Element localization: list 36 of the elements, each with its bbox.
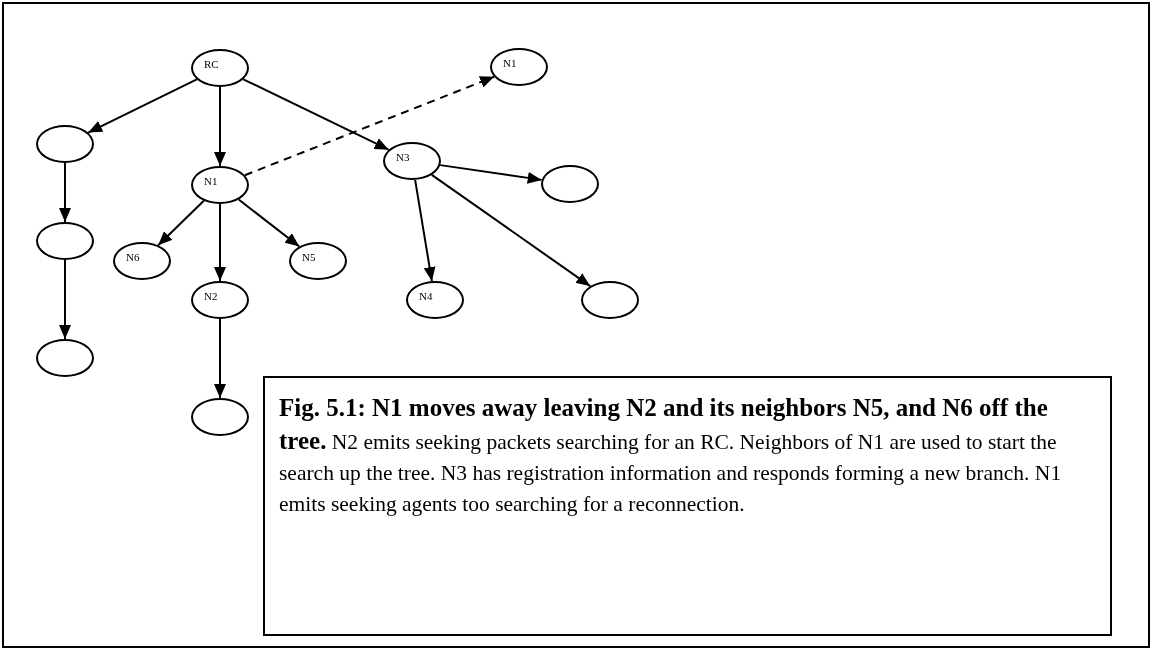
arrow — [214, 86, 226, 167]
node-label: N4 — [419, 290, 433, 302]
node-label: RC — [204, 58, 219, 70]
node-label: N1 — [204, 175, 218, 187]
ellipse-node — [289, 242, 347, 280]
ellipse-node — [581, 281, 639, 319]
node-label: N2 — [204, 290, 218, 302]
arrow — [59, 259, 71, 340]
ellipse-node — [36, 339, 94, 377]
arrow — [59, 162, 71, 223]
ellipse-node — [191, 49, 249, 87]
figure-caption: Fig. 5.1: N1 moves away leaving N2 and its neighbors N5, and N6 off the tree. N2 emits seeking packets searching for an RC. Neighbors of N1 are used to start the search up the tree. N3 has registration information and responds forming a new branch. N1 emits seeking agents too searching for a reconnection. — [279, 393, 1063, 518]
arrow — [87, 78, 198, 134]
ellipse-node — [490, 48, 548, 86]
node-label: N1 — [503, 57, 517, 69]
arrow — [237, 198, 301, 248]
node-label: N6 — [126, 251, 140, 263]
arrow — [439, 164, 543, 184]
ellipse-node — [113, 242, 171, 280]
ellipse-node — [191, 398, 249, 436]
node-label: N3 — [396, 151, 410, 163]
arrow — [214, 318, 226, 399]
ellipse-node — [406, 281, 464, 319]
node-label: N5 — [302, 251, 316, 263]
arrow — [242, 78, 390, 151]
arrow — [214, 203, 226, 282]
arrow — [157, 199, 205, 247]
ellipse-node — [191, 281, 249, 319]
dashed-arrow — [243, 75, 496, 177]
arrow — [430, 173, 592, 288]
ellipse-node — [36, 125, 94, 163]
ellipse-node — [541, 165, 599, 203]
arrow — [414, 178, 436, 283]
ellipse-node — [383, 142, 441, 180]
ellipse-node — [36, 222, 94, 260]
ellipse-node — [191, 166, 249, 204]
